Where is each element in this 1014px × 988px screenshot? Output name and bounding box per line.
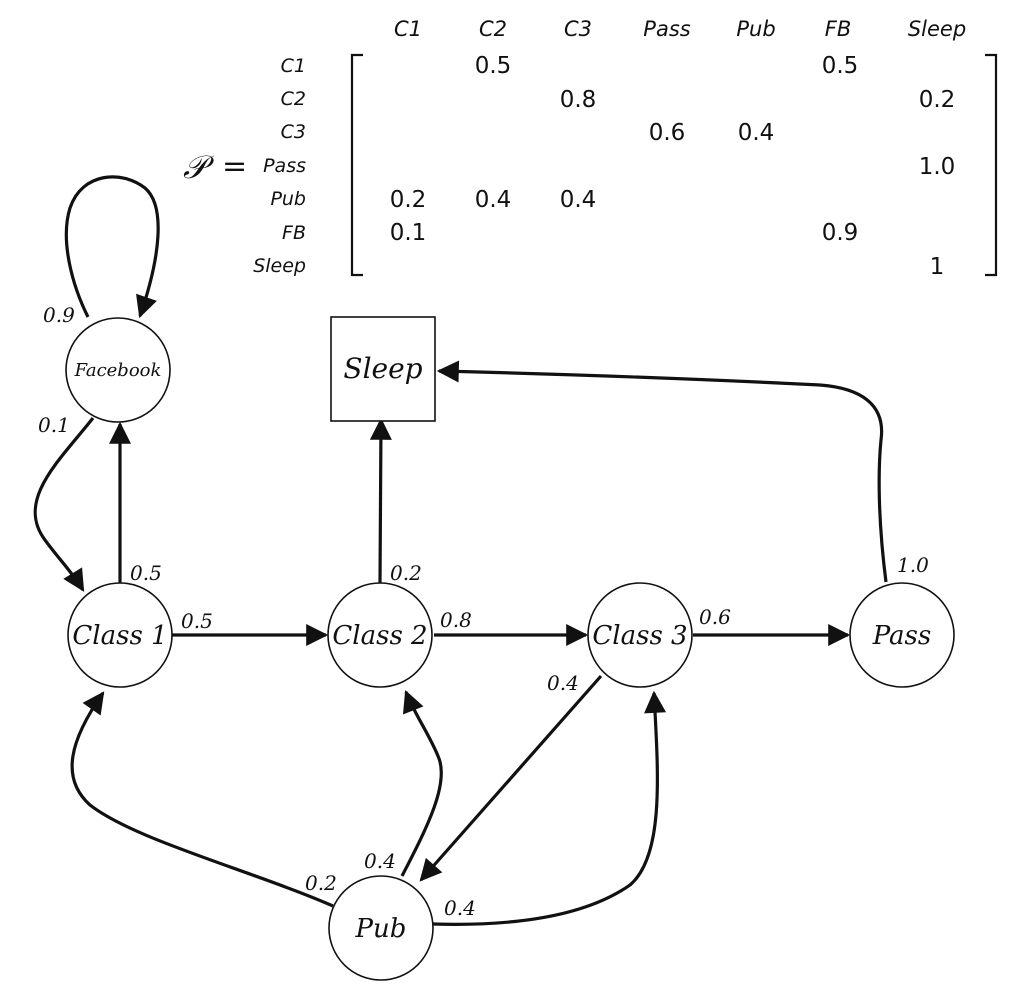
edge-label-pub-class2: 0.4 bbox=[364, 849, 396, 873]
graph-edges bbox=[33, 175, 888, 926]
matrix-row-label: Pass bbox=[263, 155, 306, 177]
matrix-cell: 1.0 bbox=[919, 154, 956, 180]
edge-label-pass-sleep: 1.0 bbox=[897, 553, 929, 577]
node-label-class3: Class 3 bbox=[592, 621, 687, 651]
matrix-symbol: 𝒫 bbox=[183, 148, 215, 186]
edge-class2-sleep bbox=[369, 417, 392, 584]
edge-label-pub-class1: 0.2 bbox=[305, 871, 337, 895]
matrix-equals-sign: = bbox=[222, 149, 247, 184]
edge-label-class2-class3: 0.8 bbox=[440, 608, 472, 632]
matrix-cell: 0.9 bbox=[822, 220, 859, 246]
matrix-row-labels: C1 C2 C3 Pass Pub FB Sleep bbox=[253, 55, 306, 277]
node-pub: Pub bbox=[328, 875, 434, 981]
edge-label-class2-sleep: 0.2 bbox=[390, 561, 422, 585]
edge-label-class1-class2: 0.5 bbox=[181, 609, 213, 633]
matrix-cell: 0.2 bbox=[390, 187, 427, 213]
matrix-row-label: C1 bbox=[281, 55, 306, 77]
edge-label-class3-pub: 0.4 bbox=[547, 671, 579, 695]
matrix-right-bracket bbox=[985, 53, 998, 277]
matrix-col-header: Pub bbox=[736, 17, 775, 41]
node-class3: Class 3 bbox=[587, 582, 693, 688]
node-facebook: Facebook bbox=[65, 317, 171, 423]
matrix-col-header: FB bbox=[825, 17, 852, 41]
edge-pub-class1 bbox=[70, 691, 334, 908]
node-label-sleep: Sleep bbox=[343, 352, 422, 385]
matrix-cell: 0.5 bbox=[822, 53, 859, 79]
edge-label-pub-class3: 0.4 bbox=[444, 896, 476, 920]
matrix-cell: 0.4 bbox=[475, 187, 512, 213]
matrix-row-label: C3 bbox=[281, 121, 306, 143]
matrix-column-headers: C1 C2 C3 Pass Pub FB Sleep bbox=[394, 17, 966, 41]
matrix-row-label: C2 bbox=[281, 88, 306, 110]
node-label-class2: Class 2 bbox=[332, 621, 427, 651]
node-pass: Pass bbox=[849, 582, 955, 688]
matrix-cell: 0.8 bbox=[560, 87, 597, 113]
edge-label-class1-facebook: 0.5 bbox=[130, 561, 162, 585]
matrix-col-header: C2 bbox=[479, 17, 507, 41]
matrix-row-label: Pub bbox=[270, 188, 306, 210]
edge-label-class3-pass: 0.6 bbox=[699, 605, 731, 629]
transition-matrix: 𝒫 = C1 C2 C3 Pass Pub FB Sleep C1 C2 C3 … bbox=[183, 17, 998, 280]
matrix-cell: 0.2 bbox=[919, 87, 956, 113]
edge-facebook-self bbox=[64, 175, 160, 319]
matrix-col-header: C1 bbox=[394, 17, 422, 41]
matrix-cell: 0.5 bbox=[475, 53, 512, 79]
graph-nodes: Facebook Sleep Class 1 Class 2 Class 3 P… bbox=[65, 316, 955, 981]
matrix-row-label: Sleep bbox=[253, 255, 306, 277]
edge-facebook-class1 bbox=[33, 417, 95, 592]
matrix-cells: 0.5 0.5 0.8 0.2 0.6 0.4 1.0 0.2 0.4 0.4 … bbox=[390, 53, 956, 280]
edge-pass-sleep bbox=[436, 360, 888, 583]
matrix-cell: 0.4 bbox=[738, 120, 775, 146]
matrix-left-bracket bbox=[350, 53, 363, 277]
node-label-facebook: Facebook bbox=[74, 360, 162, 381]
matrix-cell: 0.1 bbox=[390, 220, 427, 246]
edge-pub-class3 bbox=[432, 690, 667, 926]
node-label-pass: Pass bbox=[872, 621, 932, 651]
edge-class3-pub bbox=[419, 674, 603, 882]
matrix-cell: 1 bbox=[930, 254, 945, 280]
matrix-cell: 0.6 bbox=[649, 120, 686, 146]
node-class2: Class 2 bbox=[327, 582, 433, 688]
node-sleep: Sleep bbox=[330, 316, 436, 422]
node-class1: Class 1 bbox=[67, 582, 173, 688]
matrix-col-header: Pass bbox=[643, 17, 690, 41]
node-label-class1: Class 1 bbox=[72, 621, 167, 651]
matrix-row-label: FB bbox=[282, 222, 306, 244]
edge-pub-class2 bbox=[400, 689, 443, 877]
edge-label-facebook-class1: 0.1 bbox=[38, 413, 70, 437]
node-label-pub: Pub bbox=[355, 914, 407, 944]
edge-labels: 0.9 0.1 0.5 0.5 0.2 0.8 0.6 0.4 1.0 0.2 … bbox=[38, 303, 929, 920]
matrix-cell: 0.4 bbox=[560, 187, 597, 213]
edge-label-facebook-self: 0.9 bbox=[43, 303, 75, 327]
matrix-col-header: Sleep bbox=[908, 17, 966, 41]
matrix-col-header: C3 bbox=[564, 17, 592, 41]
